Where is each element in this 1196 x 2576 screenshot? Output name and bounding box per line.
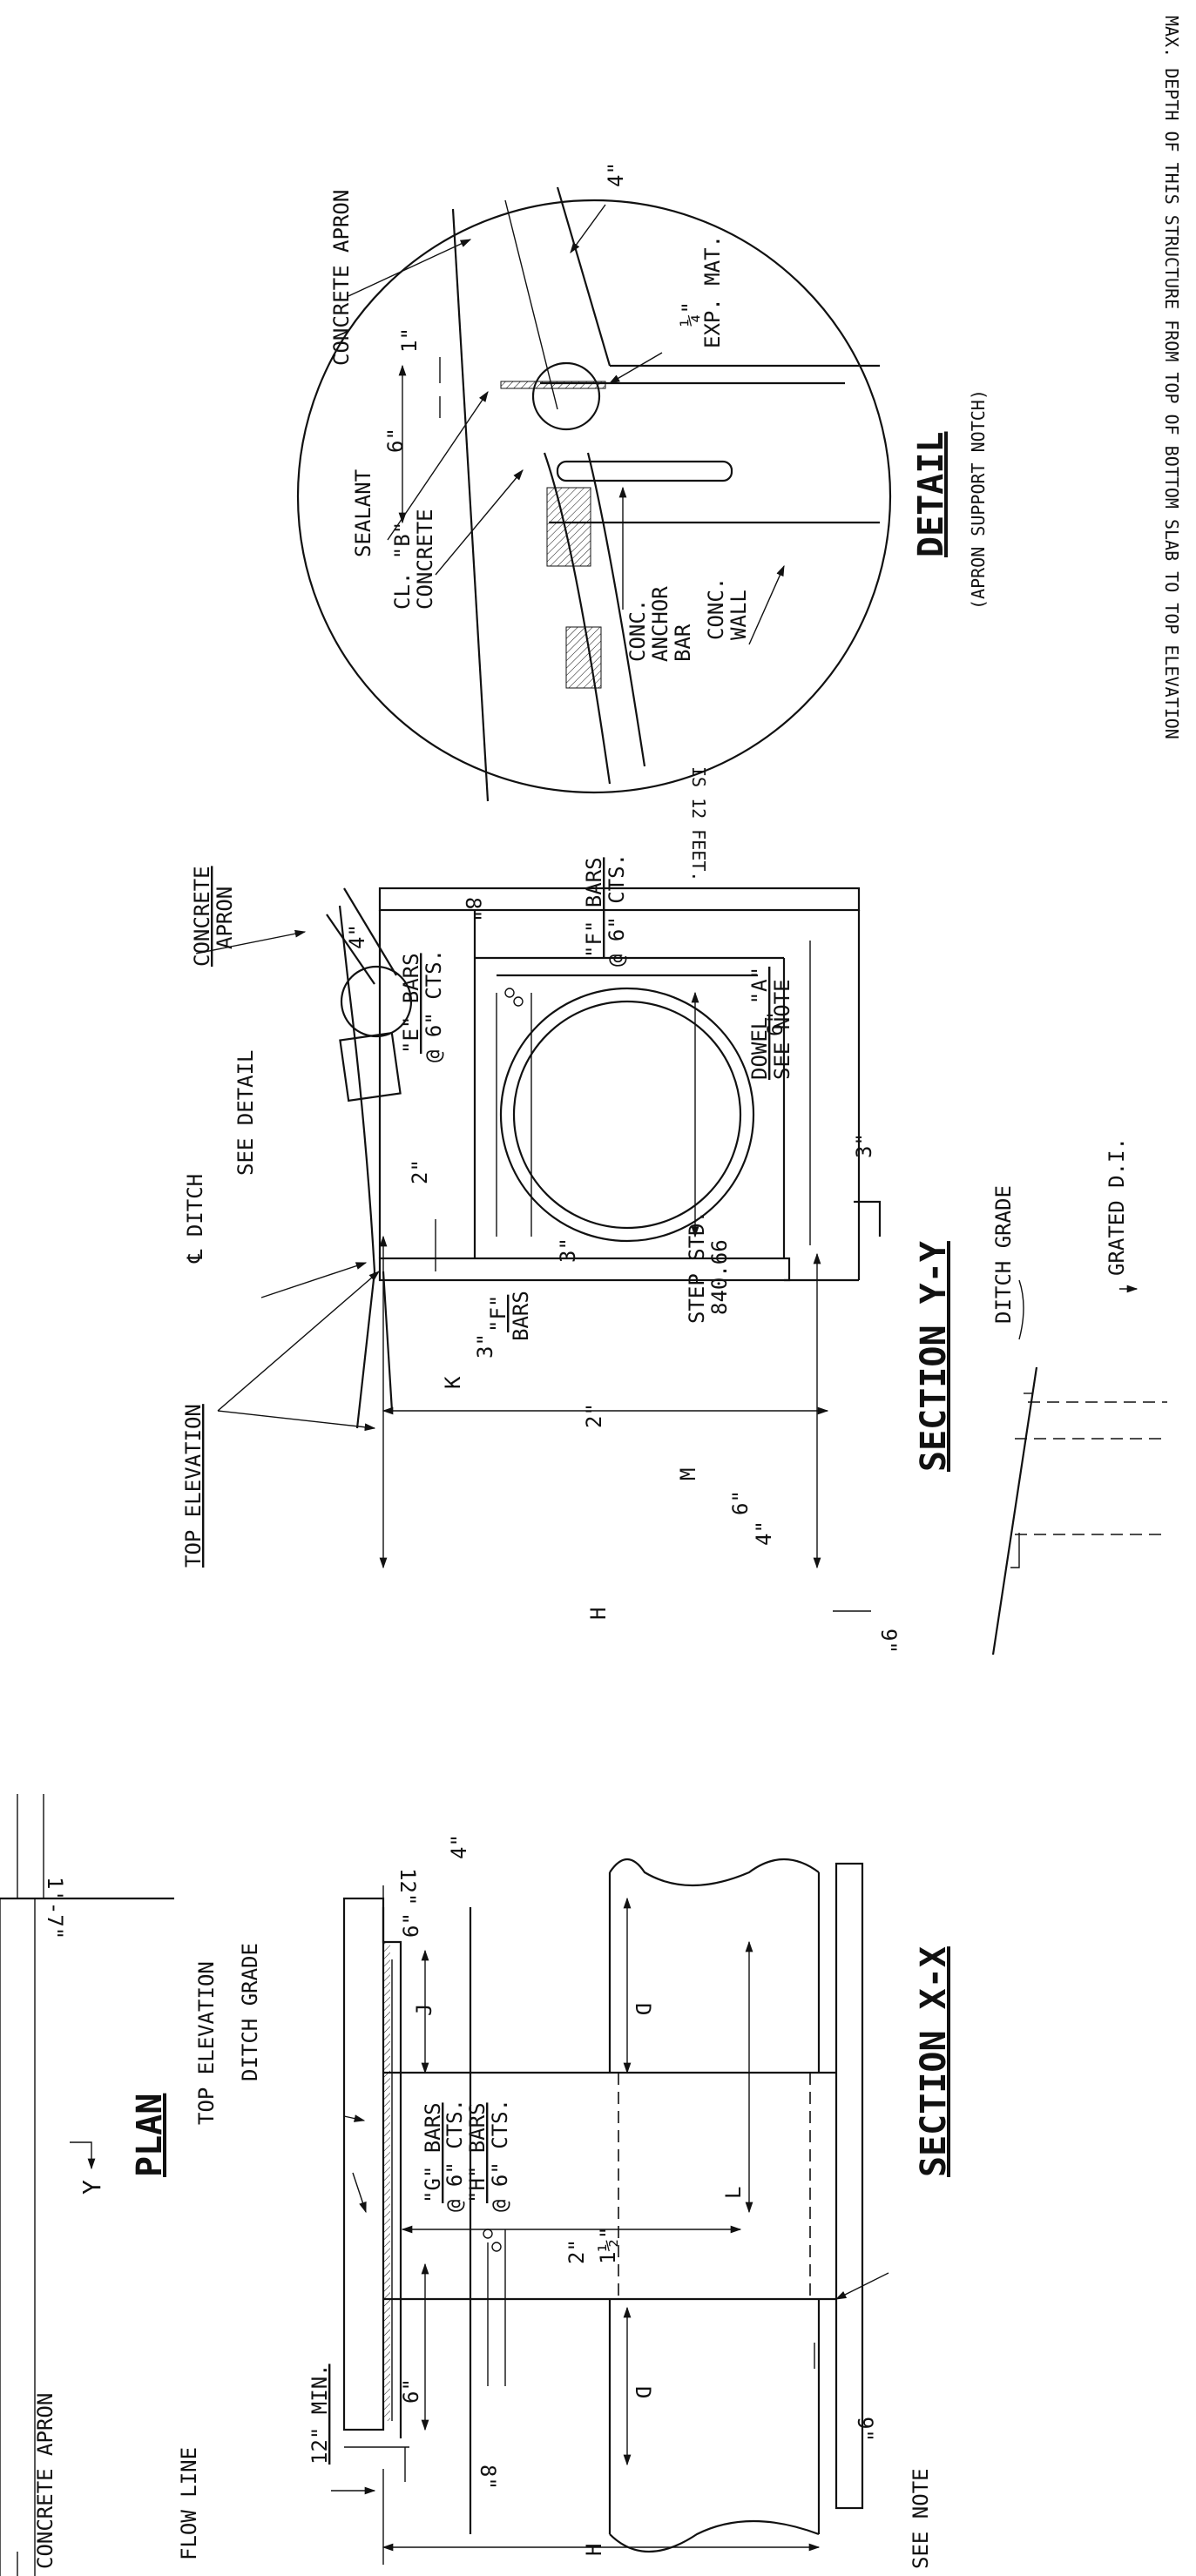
yy-pipe-outer xyxy=(499,987,755,1243)
yy-dowel-note: SEE NOTE xyxy=(770,979,794,1080)
yy-dim-2b: 2" xyxy=(582,1403,606,1428)
detail-anchor-bar: BAR xyxy=(671,624,695,662)
yy-label-h: H xyxy=(586,1608,611,1620)
xx-dim-6a: 6" xyxy=(399,1912,423,1938)
detail-sealant-label: SEALANT xyxy=(351,469,375,557)
detail-exp-mat: EXP. MAT. xyxy=(700,235,725,348)
xx-dim-9: 9" xyxy=(853,2417,877,2442)
plan-concrete-apron: CONCRETE APRON xyxy=(33,2393,57,2569)
yy-f-bars-short: "F" xyxy=(486,1295,510,1332)
yy-dim-4a: 4" xyxy=(752,1521,776,1546)
detail-exp-quarter: ¼" xyxy=(678,301,702,327)
xx-see-note: SEE NOTE xyxy=(909,2468,933,2569)
plan-dim-1-7: 1'-7" xyxy=(43,1877,67,1939)
yy-step-num: 840.66 xyxy=(707,1239,732,1315)
detail-concrete-apron-label: CONCRETE APRON xyxy=(329,190,354,366)
detail-subtitle: (APRON SUPPORT NOTCH) xyxy=(968,389,989,610)
yy-top-elevation: TOP ELEVATION xyxy=(181,1404,206,1568)
detail-apron-support-notch: CONCRETE APRON SEALANT CL. "B" CONCRETE … xyxy=(296,162,989,802)
yy-dim-2a: 2" xyxy=(408,1159,432,1184)
plan-y-marker: Y xyxy=(78,2180,106,2195)
xx-label-l: L xyxy=(721,2187,746,2199)
yy-title: SECTION Y-Y xyxy=(914,1241,954,1472)
detail-anchor-conc: CONC. xyxy=(625,599,650,662)
detail-dim-6: 6" xyxy=(383,428,408,453)
xx-dim-6b: 6" xyxy=(399,2378,423,2404)
yy-f-bars-cts: @ 6" CTS. xyxy=(605,853,629,967)
xx-min-12: 12" MIN. xyxy=(307,2364,332,2465)
note-line-1: MAX. DEPTH OF THIS STRUCTURE FROM TOP OF… xyxy=(1161,16,1182,739)
section-y-y: TOP ELEVATION ℄ DITCH SEE DETAIL CONCRET… xyxy=(181,853,1167,1656)
yy-label-m: M xyxy=(676,1468,700,1480)
xx-g-bars: "G" BARS xyxy=(421,2102,445,2203)
xx-dim-2: 2" xyxy=(564,2239,589,2264)
detail-callout-circle xyxy=(531,361,601,431)
plan-view: 1'-7" CONCRETE APRON Y PLAN xyxy=(0,1794,174,2576)
xx-dim-12: 12" xyxy=(395,1868,420,1905)
yy-step-std: STEP STD. xyxy=(685,1210,709,1324)
detail-wall-wall: WALL xyxy=(726,590,751,640)
section-x-x: FLOW LINE 12" MIN. TOP ELEVATION DITCH G… xyxy=(177,1834,954,2569)
xx-pipe-break-top xyxy=(609,1858,820,1887)
xx-flow-line: FLOW LINE xyxy=(177,2447,201,2560)
xx-g-bars-cts: @ 6" CTS. xyxy=(443,2099,467,2212)
detail-title: DETAIL xyxy=(911,432,951,558)
general-note: MAX. DEPTH OF THIS STRUCTURE FROM TOP OF… xyxy=(688,16,1182,881)
yy-pipe-inner xyxy=(512,1000,742,1230)
xx-top-slab xyxy=(342,1897,385,2431)
xx-h-bars-cts: @ 6" CTS. xyxy=(488,2099,512,2212)
yy-dim-6a: 6" xyxy=(728,1490,753,1515)
yy-dim-6b: 6" xyxy=(763,1011,787,1036)
plan-title: PLAN xyxy=(130,2094,170,2177)
yy-dim-9: 9" xyxy=(876,1629,901,1654)
yy-see-detail: SEE DETAIL xyxy=(233,1050,258,1177)
yy-e-bars-cts: @ 6" CTS. xyxy=(422,949,446,1062)
yy-label-k: K xyxy=(441,1376,465,1389)
xx-label-h: H xyxy=(582,2544,606,2556)
anchor-bar xyxy=(556,460,733,482)
detail-circle xyxy=(296,199,892,794)
xx-dim-8: 8" xyxy=(476,2465,500,2490)
note-line-2: IS 12 FEET. xyxy=(688,766,709,881)
xx-label-d2: D xyxy=(631,2386,655,2398)
xx-top-elevation: TOP ELEVATION xyxy=(194,1961,219,2125)
yy-dim-8: 8" xyxy=(461,897,485,922)
yy-concrete: CONCRETE xyxy=(190,866,214,967)
yy-dim-3b: 3" xyxy=(556,1237,580,1263)
yy-grated-di: GRATED D.I. xyxy=(1105,1137,1129,1276)
detail-wall-conc: CONC. xyxy=(704,577,728,640)
xx-ditch-grade: DITCH GRADE xyxy=(238,1943,262,2081)
xx-label-j: J xyxy=(412,2004,436,2016)
xx-bottom-slab xyxy=(834,1862,864,2510)
yy-dim-3c: 3" xyxy=(852,1133,876,1158)
yy-e-bars: "E" BARS xyxy=(399,953,423,1054)
detail-dim-4: 4" xyxy=(604,162,628,187)
expansion-material xyxy=(500,381,606,389)
detail-dim-1: 1" xyxy=(397,327,422,353)
yy-f-bars: "F" BARS xyxy=(582,857,606,958)
xx-title: SECTION X-X xyxy=(914,1946,954,2177)
detail-anchor-anchor: ANCHOR xyxy=(648,586,672,662)
yy-dim-3a: 3" xyxy=(473,1333,497,1359)
yy-ditch-grade: DITCH GRADE xyxy=(991,1185,1016,1324)
yy-dowel: DOWEL "A" xyxy=(747,967,772,1080)
xx-dim-4: 4" xyxy=(447,1834,471,1859)
yy-dim-4b: 4" xyxy=(345,924,369,949)
yy-f-bars-short-2: BARS xyxy=(509,1291,533,1341)
detail-concrete-label: CONCRETE xyxy=(413,509,437,610)
yy-top-slab xyxy=(378,887,861,912)
yy-detail-callout xyxy=(340,965,413,1038)
xx-dim-1half: 1½" xyxy=(596,2227,620,2264)
detail-cl-b-label: CL. "B" xyxy=(390,522,415,610)
xx-label-d1: D xyxy=(631,2003,655,2015)
yy-cl-ditch: ℄ DITCH xyxy=(183,1174,207,1264)
yy-apron: APRON xyxy=(213,887,237,949)
xx-h-bars: "H" BARS xyxy=(465,2102,490,2203)
